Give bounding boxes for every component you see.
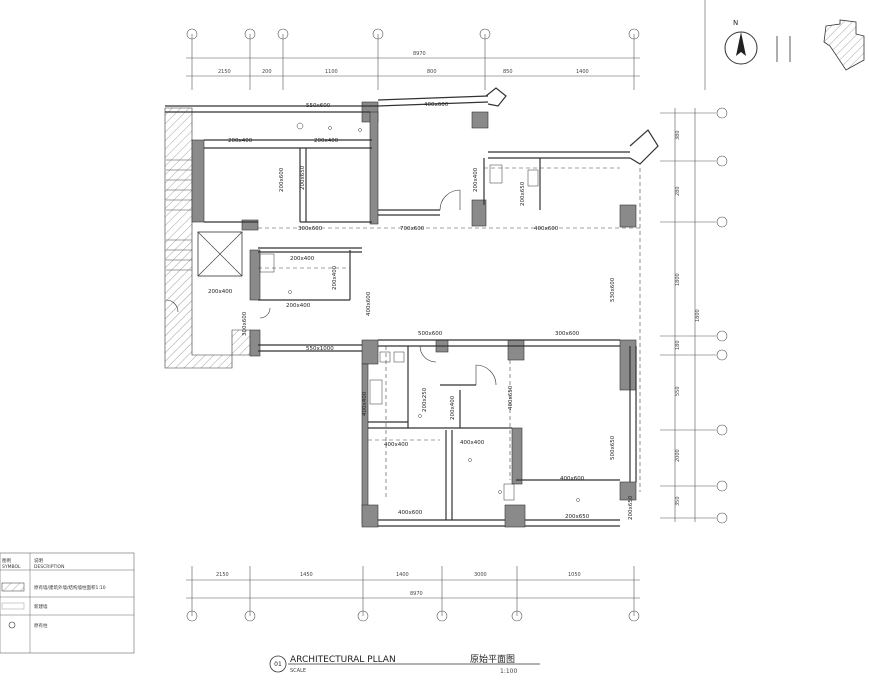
room-label: 400x400 <box>362 391 368 416</box>
room-label: 500x650 <box>610 435 616 460</box>
room-label: 200x600 <box>279 167 285 192</box>
room-label: 400x400 <box>460 440 485 446</box>
legend: 图例 SYMBOL 说明 DESCRIPTION 原有墙/建筑外墙/结构墙柱面积… <box>0 552 135 654</box>
bottom-overall-dim: 8970 <box>410 591 423 597</box>
room-label: 200x650 <box>628 495 634 520</box>
room-label: 300x600 <box>242 311 248 336</box>
right-dimension-band <box>660 107 728 524</box>
bottom-dim-1: 2150 <box>216 572 229 578</box>
room-label: 400x400 <box>384 442 409 448</box>
legend-hatch-swatch <box>1 582 25 592</box>
legend-row-3: 原有柱 <box>34 622 48 629</box>
legend-row-1: 原有墙/建筑外墙/结构墙柱面积1:10 <box>34 584 106 591</box>
room-label: 300x600 <box>555 331 580 337</box>
room-label: 200x400 <box>228 138 253 144</box>
top-dim-6: 1400 <box>576 69 589 75</box>
svg-text:N: N <box>733 19 738 27</box>
title-scale-value: 1:100 <box>500 668 517 675</box>
right-segment-dims: 380 280 1800 180 550 2000 350 1800 <box>675 130 701 506</box>
key-plan-icon <box>776 19 865 71</box>
room-label: 200x650 <box>300 165 306 190</box>
top-dim-4: 800 <box>427 69 437 75</box>
door-swings <box>165 189 497 386</box>
title-name-cn: 原始平面图 <box>470 653 515 665</box>
room-label: 300x600 <box>298 226 323 232</box>
top-dim-5: 850 <box>503 69 513 75</box>
title-number: 01 <box>274 661 282 668</box>
room-label: 500x600 <box>418 331 443 337</box>
room-label: 550x1000 <box>306 346 334 352</box>
room-label: 200x400 <box>473 167 479 192</box>
room-label: 550x600 <box>306 103 331 109</box>
right-dim-7: 350 <box>675 496 681 506</box>
legend-header-desc: 说明 <box>34 557 43 564</box>
legend-header-symbol: 图例 <box>2 557 11 564</box>
bottom-dimension-band <box>186 566 640 622</box>
room-label: 200x400 <box>290 256 315 262</box>
north-arrow-icon: N <box>704 0 758 90</box>
beam-dashed-lines <box>258 167 641 500</box>
room-label: 200x650 <box>565 514 590 520</box>
legend-header-desc-en: DESCRIPTION <box>34 564 64 570</box>
room-label: 700x600 <box>400 226 425 232</box>
wall-outlines <box>165 87 659 527</box>
room-label: 400x600 <box>560 476 585 482</box>
room-label: 200x250 <box>422 387 428 412</box>
legend-header-symbol-en: SYMBOL <box>2 564 21 570</box>
room-label: 400x600 <box>398 510 423 516</box>
title-scale-label: SCALE <box>290 668 306 674</box>
top-dim-3: 1100 <box>325 69 338 75</box>
right-dim-6: 2000 <box>675 449 681 462</box>
existing-core-hatch <box>164 107 251 369</box>
room-label: 200x650 <box>520 181 526 206</box>
bottom-segment-dims: 2150 1450 1400 3000 1050 <box>216 572 581 578</box>
legend-row-2: 新建墙 <box>34 603 48 610</box>
right-dim-5: 550 <box>675 386 681 396</box>
room-label: 400x600 <box>534 226 559 232</box>
top-dim-1: 2150 <box>218 69 231 75</box>
room-label: 530x600 <box>610 277 616 302</box>
right-dim-2: 280 <box>675 186 681 196</box>
room-label: 400x600 <box>424 102 449 108</box>
legend-column-symbol <box>8 621 16 629</box>
bottom-dim-4: 3000 <box>474 572 487 578</box>
top-dim-2: 200 <box>262 69 272 75</box>
right-dim-3: 1800 <box>675 273 681 286</box>
top-overall-dim: 8970 <box>413 51 426 57</box>
sanitary-fixtures <box>259 122 580 502</box>
room-label: 200x400 <box>450 395 456 420</box>
top-segment-dims: 2150 200 1100 800 850 1400 <box>218 69 589 75</box>
top-dimension-band <box>186 28 640 90</box>
right-dim-1: 380 <box>675 130 681 140</box>
room-label: 200x400 <box>286 303 311 309</box>
title-block: 01 ARCHITECTURAL PLLAN SCALE 原始平面图 1:100 <box>269 653 540 675</box>
title-name: ARCHITECTURAL PLLAN <box>290 655 396 665</box>
room-label: 200x400 <box>314 138 339 144</box>
right-dim-4: 180 <box>675 340 681 350</box>
room-label: 400x600 <box>366 291 372 316</box>
legend-newwall-swatch <box>1 602 25 610</box>
structural-walls <box>191 101 637 528</box>
room-label: 400x650 <box>508 385 514 410</box>
room-label: 200x400 <box>208 289 233 295</box>
right-overall-dim: 1800 <box>695 309 701 322</box>
room-labels: 550x600 400x600 200x400 200x400 200x600 … <box>208 102 634 520</box>
bottom-dim-5: 1050 <box>568 572 581 578</box>
room-label: 200x400 <box>332 265 338 290</box>
bottom-dim-2: 1450 <box>300 572 313 578</box>
bottom-dim-3: 1400 <box>396 572 409 578</box>
